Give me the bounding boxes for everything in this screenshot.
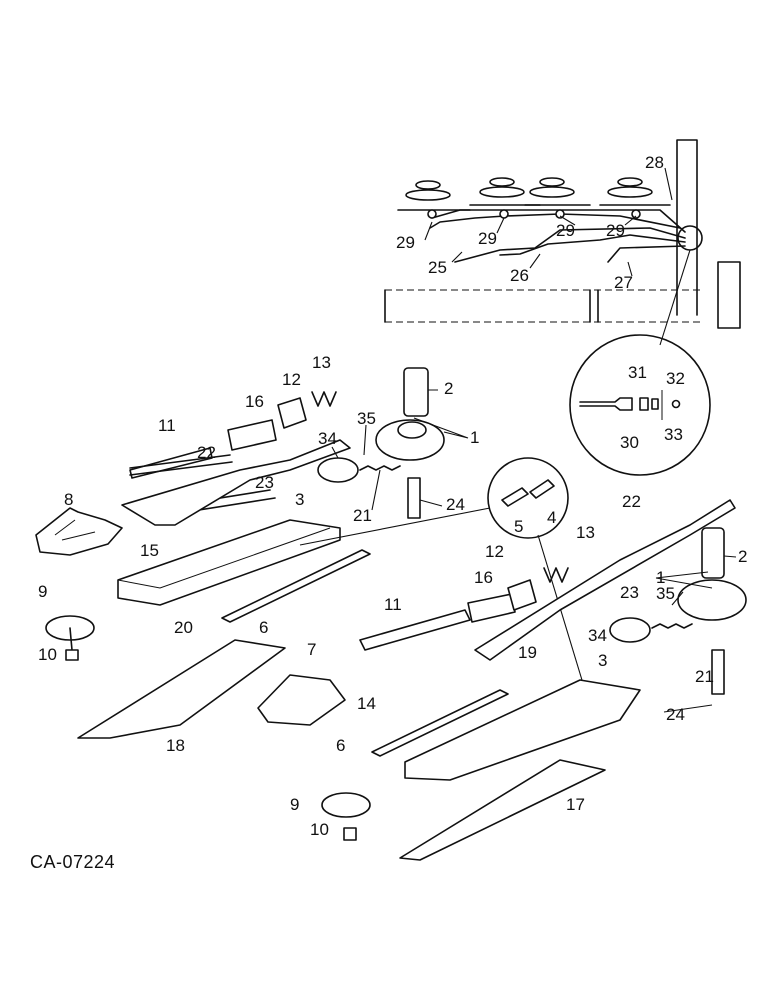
callout-21: 21 bbox=[353, 506, 372, 525]
callout-32: 32 bbox=[666, 369, 685, 388]
callout-11: 11 bbox=[384, 595, 402, 614]
callout-10: 10 bbox=[38, 645, 57, 664]
lube-line-assembly bbox=[384, 139, 741, 329]
callout-27: 27 bbox=[614, 273, 633, 292]
callout-22: 22 bbox=[622, 492, 641, 511]
callout-8: 8 bbox=[64, 490, 73, 509]
sprocket-top-4 bbox=[599, 177, 671, 206]
callout-7: 7 bbox=[307, 640, 316, 659]
callout-23: 23 bbox=[255, 473, 274, 492]
callout-11: 11 bbox=[158, 416, 176, 435]
callout-2: 2 bbox=[738, 547, 747, 566]
callout-16: 16 bbox=[245, 392, 264, 411]
callout-35: 35 bbox=[357, 409, 376, 428]
callout-19: 19 bbox=[518, 643, 537, 662]
callout-29: 29 bbox=[396, 233, 415, 252]
shoe-detail-inset bbox=[299, 457, 586, 691]
callout-29: 29 bbox=[606, 221, 625, 240]
callout-24: 24 bbox=[446, 495, 465, 514]
callout-30: 30 bbox=[620, 433, 639, 452]
plate-17 bbox=[399, 759, 606, 861]
callout-29: 29 bbox=[556, 221, 575, 240]
callout-23: 23 bbox=[620, 583, 639, 602]
callout-3: 3 bbox=[598, 651, 607, 670]
fitting-detail-inset bbox=[569, 249, 711, 476]
callout-33: 33 bbox=[664, 425, 683, 444]
callout-3: 3 bbox=[295, 490, 304, 509]
callout-9: 9 bbox=[290, 795, 299, 814]
callout-34: 34 bbox=[318, 429, 337, 448]
callout-35: 35 bbox=[656, 584, 675, 603]
channel-19 bbox=[404, 679, 641, 781]
callout-29: 29 bbox=[478, 229, 497, 248]
channel-20 bbox=[117, 519, 341, 606]
right-gatherer-assembly bbox=[321, 499, 747, 861]
left-gatherer-assembly bbox=[35, 367, 445, 739]
figure-code: CA-07224 bbox=[30, 852, 115, 872]
callout-2: 2 bbox=[444, 379, 453, 398]
callout-31: 31 bbox=[628, 363, 647, 382]
callout-20: 20 bbox=[174, 618, 193, 637]
plate-18 bbox=[77, 639, 286, 739]
callout-21: 21 bbox=[695, 667, 714, 686]
callout-6: 6 bbox=[259, 618, 268, 637]
callout-5: 5 bbox=[514, 517, 523, 536]
callout-25: 25 bbox=[428, 258, 447, 277]
callout-4: 4 bbox=[547, 508, 556, 527]
sprocket-top-1 bbox=[397, 180, 471, 211]
callout-18: 18 bbox=[166, 736, 185, 755]
callout-34: 34 bbox=[588, 626, 607, 645]
callout-24: 24 bbox=[666, 705, 685, 724]
gatherer-point-8 bbox=[35, 507, 123, 556]
callout-15: 15 bbox=[140, 541, 159, 560]
callout-1: 1 bbox=[470, 428, 479, 447]
callout-13: 13 bbox=[312, 353, 331, 372]
sprocket-top-3 bbox=[524, 177, 591, 206]
callout-10: 10 bbox=[310, 820, 329, 839]
callout-12: 12 bbox=[282, 370, 301, 389]
callout-labels: 28 29 29 29 29 25 26 27 31 32 30 33 13 1… bbox=[38, 153, 747, 839]
callout-9: 9 bbox=[38, 582, 47, 601]
callout-13: 13 bbox=[576, 523, 595, 542]
callout-6: 6 bbox=[336, 736, 345, 755]
callout-26: 26 bbox=[510, 266, 529, 285]
callout-17: 17 bbox=[566, 795, 585, 814]
callout-28: 28 bbox=[645, 153, 664, 172]
callout-16: 16 bbox=[474, 568, 493, 587]
callout-14: 14 bbox=[357, 694, 376, 713]
callout-22: 22 bbox=[197, 443, 216, 462]
callout-12: 12 bbox=[485, 542, 504, 561]
plate-22-right bbox=[474, 499, 736, 661]
plate-22-left bbox=[121, 439, 351, 526]
